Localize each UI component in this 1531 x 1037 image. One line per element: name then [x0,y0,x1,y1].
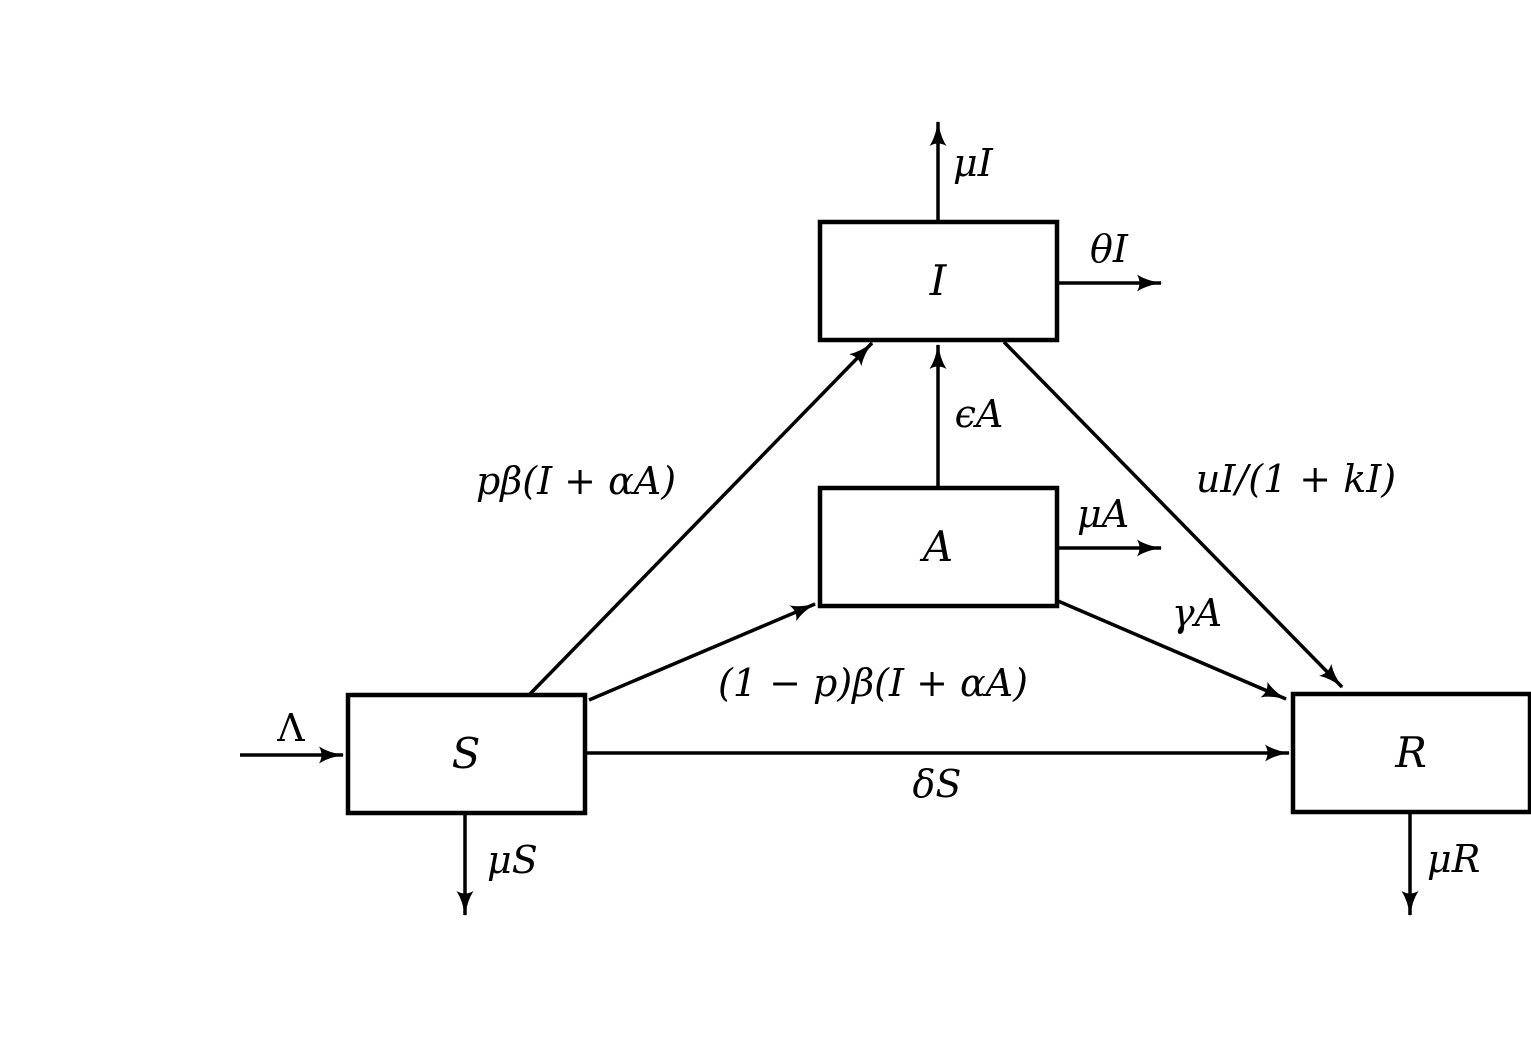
node-R-box [1290,691,1531,815]
node-I-box [817,219,1060,343]
label-s-to-i-rate: pβ(I + αA) [476,459,676,503]
arrow-A-to-R [1057,599,1288,701]
label-a-death-rate: μA [1077,492,1129,536]
label-a-to-i-rate: ϵA [955,392,1004,436]
label-s-to-a-rate: (1 − p)β(I + αA) [718,661,1028,705]
flow-arrows [240,120,1419,917]
flow-rate-labels: Λ pβ(I + αA) (1 − p)β(I + αA) ϵA μI θI μ… [276,141,1480,882]
label-s-to-r-rate: δS [913,762,962,806]
label-r-death-rate: μR [1427,837,1480,881]
node-A-label: A [919,522,953,571]
compartment-boxes [345,219,1531,816]
node-I-label: I [929,256,948,305]
label-recruitment: Λ [276,706,305,750]
node-S-box [345,692,588,816]
arrow-S-to-I [528,341,874,696]
node-S-label: S [452,729,481,778]
label-i-death-rate: μI [953,141,994,185]
label-i-exit-rate: θI [1090,227,1129,271]
compartment-labels: I A S R [452,256,1427,778]
label-s-death-rate: μS [487,838,538,882]
label-a-to-r-rate: γA [1172,591,1222,635]
node-R-label: R [1394,728,1427,777]
arrow-I-to-R [1002,340,1344,689]
label-i-to-r-rate: uI/(1 + kI) [1196,457,1396,501]
node-A-box [817,485,1060,609]
arrow-S-to-A [588,602,817,702]
